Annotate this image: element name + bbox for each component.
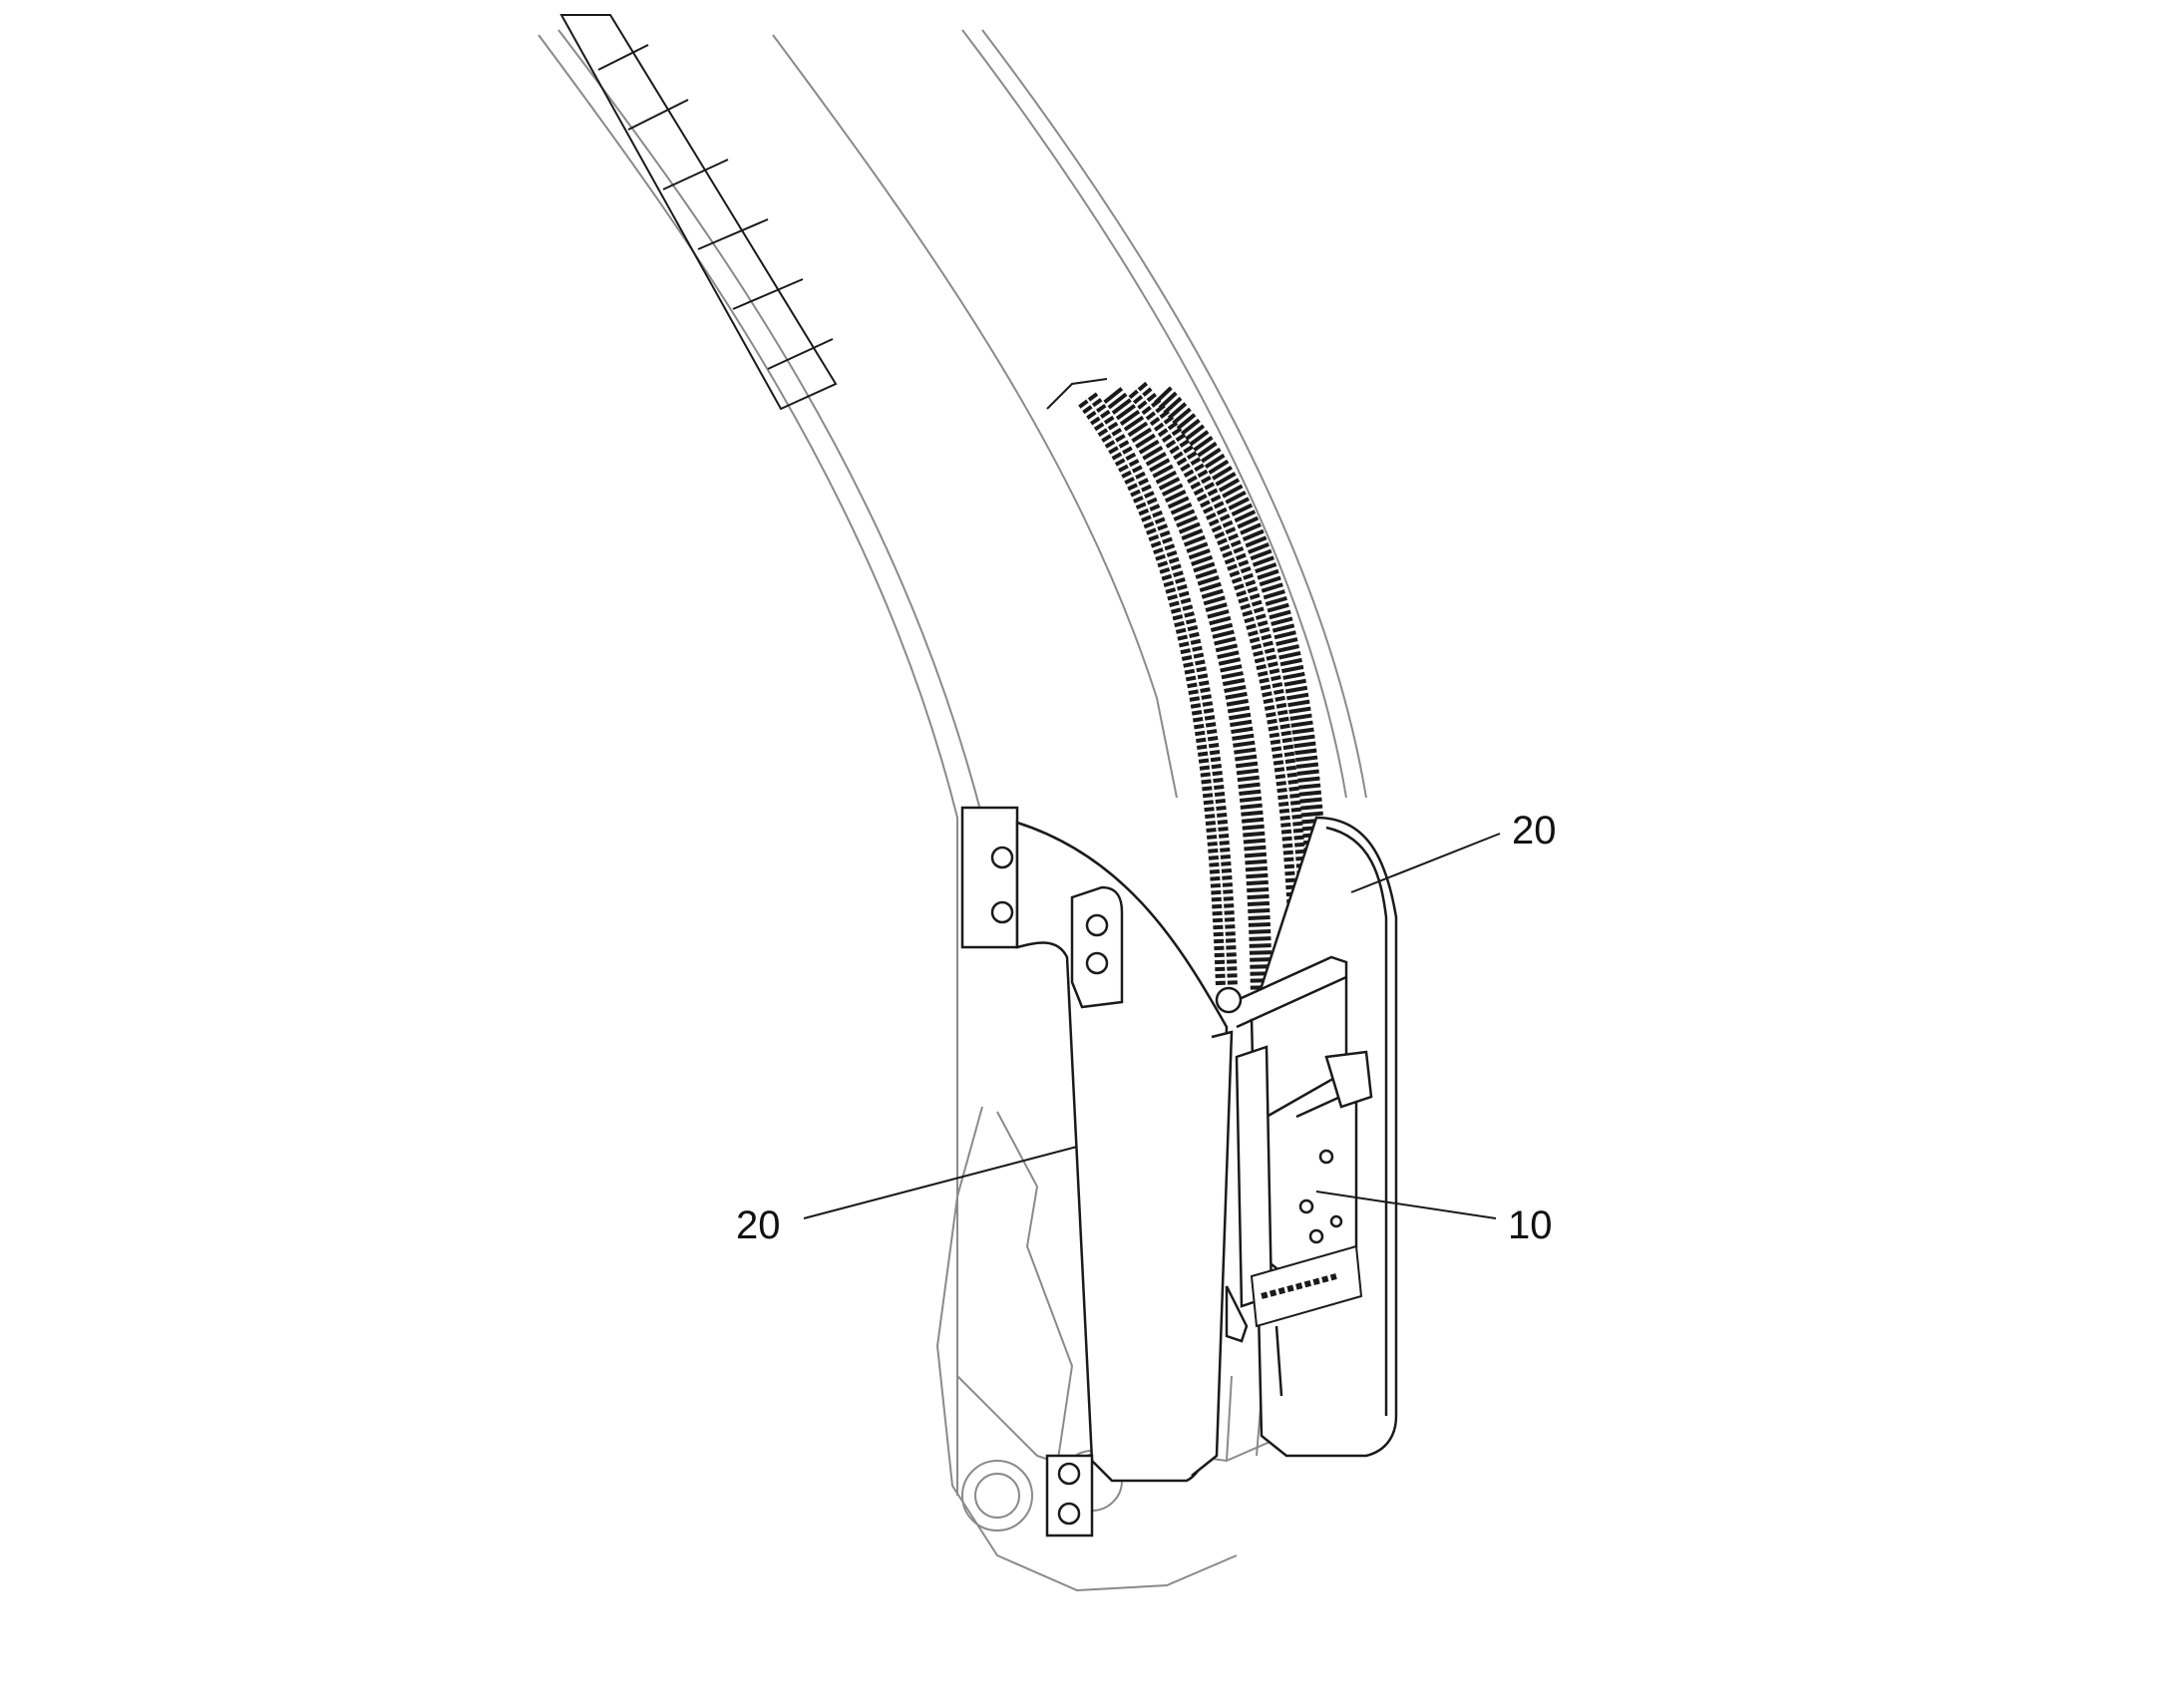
callout-20-right: 20 [1512, 809, 1557, 853]
leader-20-left [803, 1146, 1078, 1219]
leader-lines [803, 833, 1501, 1219]
quick-coupler [1215, 955, 1373, 1397]
hatched-stripe [559, 14, 838, 411]
cover-plate-left [960, 806, 1234, 1537]
boom-arm [538, 29, 1367, 1592]
leader-10 [1315, 1191, 1497, 1219]
callout-10: 10 [1508, 1203, 1553, 1247]
leader-20-right [1350, 833, 1501, 893]
callout-20-left: 20 [736, 1203, 781, 1247]
